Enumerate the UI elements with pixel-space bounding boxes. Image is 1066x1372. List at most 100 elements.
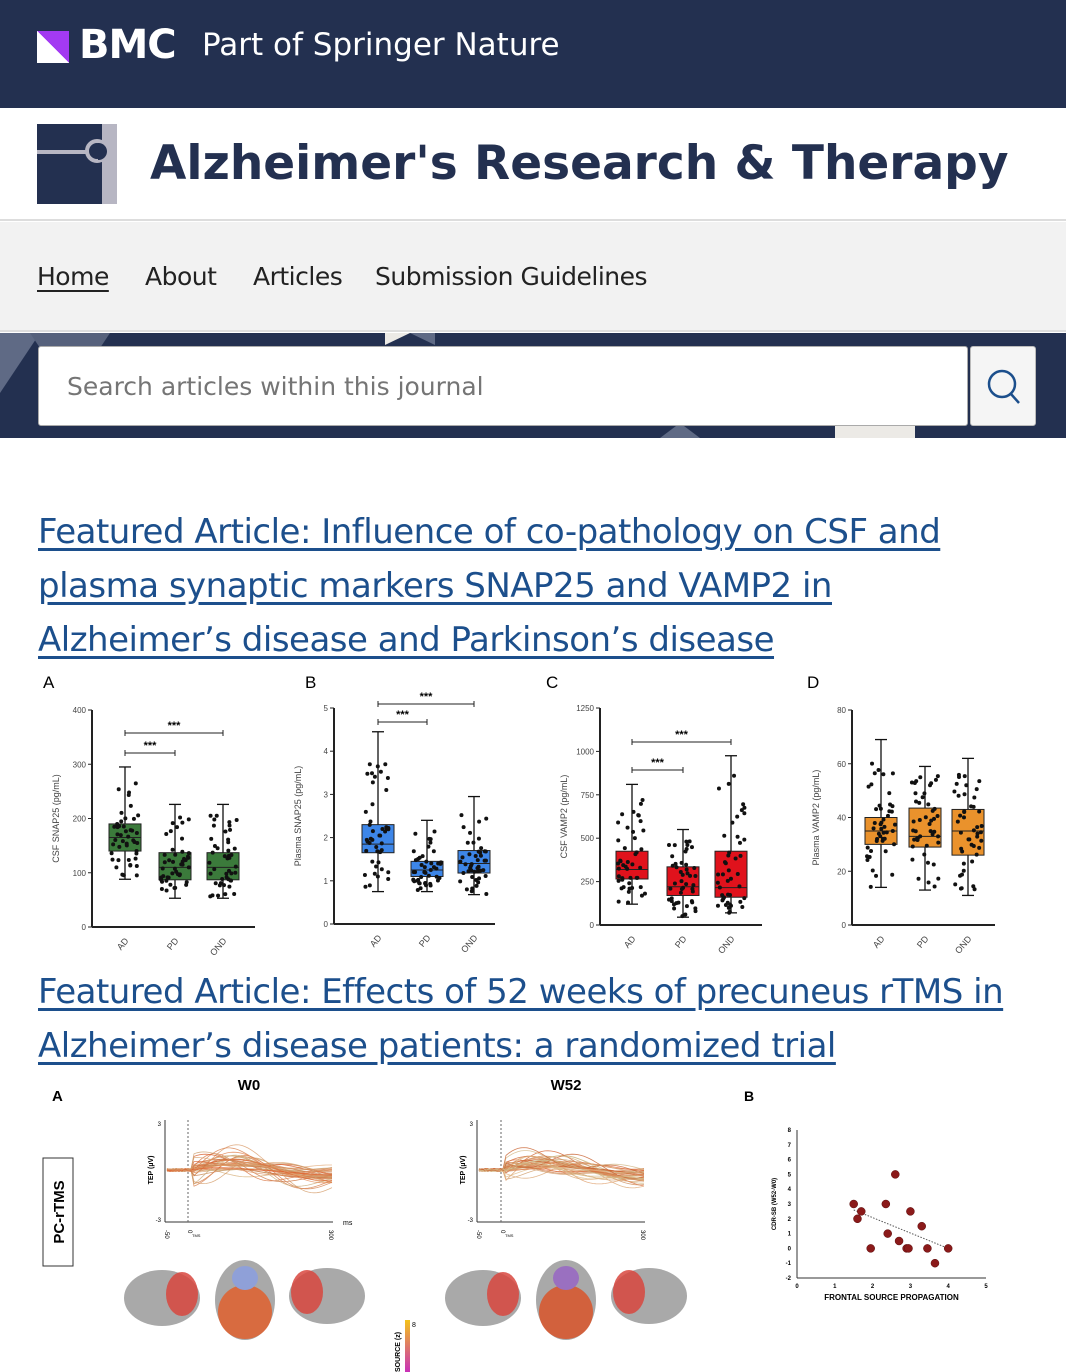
data-point	[975, 825, 980, 830]
x-tick-label: OND	[459, 932, 480, 954]
colorbar	[405, 1320, 410, 1372]
x-axis-label: FRONTAL SOURCE PROPAGATION	[824, 1293, 959, 1302]
data-point	[383, 762, 388, 767]
data-point	[365, 771, 370, 776]
tep-trace	[166, 1159, 333, 1181]
bmc-logo[interactable]: BMC	[79, 22, 177, 68]
data-point	[168, 882, 173, 887]
data-point	[962, 792, 967, 797]
data-point	[874, 873, 879, 878]
data-point	[376, 860, 381, 865]
data-point	[379, 841, 384, 846]
nav-articles[interactable]: Articles	[253, 262, 343, 291]
scatter-point	[943, 1244, 953, 1253]
y-tick-label: 1	[788, 1232, 792, 1238]
search-button[interactable]	[970, 346, 1036, 426]
data-point	[868, 884, 873, 889]
data-point	[131, 838, 136, 843]
data-point	[115, 825, 120, 830]
tep-trace	[166, 1157, 333, 1174]
data-point	[136, 813, 141, 818]
data-point	[869, 849, 874, 854]
data-point	[632, 836, 637, 841]
data-point	[229, 852, 234, 857]
data-point	[364, 837, 369, 842]
data-point	[929, 818, 934, 823]
data-point	[722, 860, 727, 865]
tep-trace	[478, 1165, 645, 1182]
data-point	[928, 783, 933, 788]
data-point	[428, 883, 433, 888]
brain-activation	[218, 1285, 272, 1339]
y-tick-label: -3	[156, 1218, 162, 1224]
data-point	[432, 829, 437, 834]
data-point	[207, 860, 212, 865]
data-point	[227, 823, 232, 828]
bmc-logo-icon[interactable]	[37, 31, 69, 63]
data-point	[626, 900, 631, 905]
data-point	[627, 886, 632, 891]
data-point	[375, 764, 380, 769]
y-axis-label: CDR-SB (W52-W0)	[772, 1178, 778, 1230]
colorbar-max: 8	[412, 1322, 416, 1329]
y-tick-label: 5	[324, 704, 329, 713]
data-point	[224, 875, 229, 880]
data-point	[972, 795, 977, 800]
data-point	[419, 862, 424, 867]
data-point	[429, 861, 434, 866]
data-point	[226, 837, 231, 842]
data-point	[415, 888, 420, 893]
y-tick-label: -2	[786, 1276, 792, 1282]
data-point	[416, 856, 421, 861]
data-point	[134, 864, 139, 869]
scatter-point	[853, 1214, 862, 1224]
journal-title[interactable]: Alzheimer's Research & Therapy	[150, 136, 1009, 191]
data-point	[922, 852, 927, 857]
data-point	[726, 905, 731, 910]
data-point	[370, 780, 375, 785]
data-point	[679, 860, 684, 865]
data-point	[689, 899, 694, 904]
data-point	[926, 880, 931, 885]
data-point	[419, 874, 424, 879]
data-point	[233, 864, 238, 869]
data-point	[459, 813, 464, 818]
data-point	[411, 877, 416, 882]
data-point	[737, 884, 742, 889]
data-point	[970, 859, 975, 864]
nav-home[interactable]: Home	[37, 262, 109, 291]
data-point	[679, 879, 684, 884]
data-point	[180, 836, 185, 841]
brain-activation	[487, 1272, 519, 1316]
brain-activation	[553, 1266, 579, 1290]
featured-article-link-1[interactable]: Featured Article: Influence of co-pathol…	[38, 512, 941, 660]
data-point	[630, 862, 635, 867]
data-point	[209, 836, 214, 841]
x-tick-label: 300	[327, 1230, 333, 1241]
brand-tagline: Part of Springer Nature	[202, 27, 560, 63]
search-input[interactable]	[38, 346, 968, 426]
data-point	[927, 822, 932, 827]
data-point	[423, 883, 428, 888]
data-point	[670, 863, 675, 868]
journal-logo-icon[interactable]	[37, 124, 117, 204]
data-point	[473, 853, 478, 858]
plot-title: W0	[238, 1077, 261, 1094]
featured-article-link-2[interactable]: Featured Article: Effects of 52 weeks of…	[38, 972, 1004, 1066]
data-point	[958, 886, 963, 891]
nav-about[interactable]: About	[145, 262, 217, 291]
y-tick-label: 7	[788, 1143, 792, 1149]
data-point	[458, 859, 463, 864]
data-point	[124, 843, 129, 848]
data-point	[685, 842, 690, 847]
data-point	[730, 820, 735, 825]
data-point	[739, 808, 744, 813]
panel-label: A	[52, 1088, 63, 1105]
data-point	[672, 843, 677, 848]
data-point	[119, 810, 124, 815]
nav-submission-guidelines[interactable]: Submission Guidelines	[375, 262, 648, 291]
data-point	[972, 887, 977, 892]
data-point	[179, 862, 184, 867]
